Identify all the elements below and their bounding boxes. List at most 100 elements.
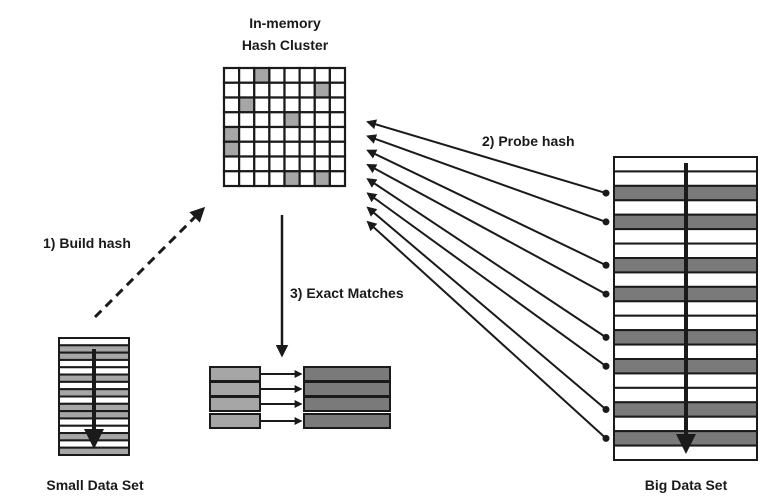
hash-bucket-empty (328, 111, 347, 129)
hash-bucket-filled (313, 170, 331, 188)
probe-arrow (366, 149, 607, 267)
hash-bucket-empty (268, 111, 286, 129)
hash-bucket-empty (313, 140, 331, 158)
hash-bucket-empty (268, 96, 286, 114)
hash-bucket-empty (328, 66, 347, 84)
probe-arrow (366, 206, 607, 411)
hash-bucket-empty (253, 170, 271, 188)
hash-bucket-empty (298, 170, 316, 188)
hash-bucket-empty (238, 140, 256, 158)
probe-source-dot (602, 434, 610, 442)
hash-bucket-empty (283, 81, 301, 99)
probe-hash-label: 2) Probe hash (482, 133, 575, 149)
probe-source-dot (602, 362, 610, 370)
probe-arrow (366, 163, 607, 295)
hash-bucket-empty (222, 155, 241, 173)
probe-arrow (366, 220, 607, 440)
hash-bucket-empty (298, 125, 316, 143)
hash-bucket-empty (253, 111, 271, 129)
probe-arrow (366, 192, 607, 368)
small-set-row (58, 337, 130, 347)
probe-source-dot (602, 189, 610, 197)
hash-bucket-empty (298, 155, 316, 173)
hash-bucket-filled (238, 96, 256, 114)
hash-bucket-empty (268, 140, 286, 158)
hash-bucket-empty (253, 125, 271, 143)
hash-bucket-empty (313, 155, 331, 173)
hash-bucket-filled (283, 170, 301, 188)
hash-bucket-empty (238, 66, 256, 84)
small-set-row (58, 446, 130, 456)
hash-bucket-filled (283, 111, 301, 129)
exact-match-rows (209, 366, 391, 429)
probe-hash-arrows (366, 119, 610, 442)
probe-arrow (366, 119, 607, 195)
hash-bucket-empty (313, 125, 331, 143)
probe-source-dot (602, 333, 610, 341)
hash-bucket-empty (238, 125, 256, 143)
hash-bucket-empty (253, 155, 271, 173)
hash-bucket-empty (328, 125, 347, 143)
small-data-set-label: Small Data Set (46, 477, 144, 493)
hash-bucket-empty (253, 81, 271, 99)
build-hash-label: 1) Build hash (43, 235, 131, 251)
hash-cluster-title-line2: Hash Cluster (242, 37, 329, 53)
hash-bucket-empty (328, 155, 347, 173)
hash-bucket-empty (313, 66, 331, 84)
hash-bucket-empty (222, 170, 241, 188)
build-hash-arrow (93, 206, 206, 319)
hash-bucket-empty (238, 111, 256, 129)
hash-bucket-empty (313, 111, 331, 129)
match-target-row (303, 366, 391, 382)
probe-arrow (366, 178, 607, 339)
hash-bucket-empty (268, 155, 286, 173)
hash-bucket-empty (298, 140, 316, 158)
hash-bucket-empty (283, 96, 301, 114)
hash-bucket-empty (328, 81, 347, 99)
hash-bucket-empty (268, 125, 286, 143)
hash-bucket-empty (222, 96, 241, 114)
hash-bucket-empty (283, 140, 301, 158)
hash-bucket-empty (298, 81, 316, 99)
hash-cluster-grid (222, 66, 347, 188)
hash-bucket-empty (328, 170, 347, 188)
hash-bucket-empty (268, 81, 286, 99)
hash-bucket-empty (298, 66, 316, 84)
hash-bucket-empty (283, 125, 301, 143)
hash-bucket-empty (238, 81, 256, 99)
hash-bucket-empty (298, 96, 316, 114)
hash-cluster-title-line1: In-memory (249, 15, 321, 31)
hash-bucket-empty (253, 96, 271, 114)
probe-source-dot (602, 218, 610, 226)
hash-bucket-empty (238, 155, 256, 173)
match-target-row (303, 396, 391, 412)
big-data-set-label: Big Data Set (645, 477, 728, 493)
hash-bucket-empty (268, 170, 286, 188)
probe-arrow (366, 134, 607, 223)
probe-source-dot (602, 290, 610, 298)
hash-bucket-empty (313, 96, 331, 114)
hash-bucket-empty (222, 111, 241, 129)
hash-bucket-empty (253, 140, 271, 158)
match-source-row (209, 413, 261, 429)
match-target-row (303, 413, 391, 429)
match-source-row (209, 366, 261, 382)
probe-source-dot (602, 261, 610, 269)
hash-bucket-filled (313, 81, 331, 99)
match-source-row (209, 381, 261, 397)
hash-bucket-empty (283, 66, 301, 84)
hash-bucket-filled (222, 140, 241, 158)
hash-bucket-empty (328, 96, 347, 114)
hash-bucket-empty (298, 111, 316, 129)
hash-bucket-empty (238, 170, 256, 188)
hash-bucket-empty (222, 66, 241, 84)
hash-bucket-empty (283, 155, 301, 173)
hash-bucket-filled (222, 125, 241, 143)
match-source-row (209, 396, 261, 412)
hash-bucket-empty (328, 140, 347, 158)
match-target-row (303, 381, 391, 397)
hash-bucket-empty (222, 81, 241, 99)
hash-bucket-filled (253, 66, 271, 84)
probe-source-dot (602, 406, 610, 413)
